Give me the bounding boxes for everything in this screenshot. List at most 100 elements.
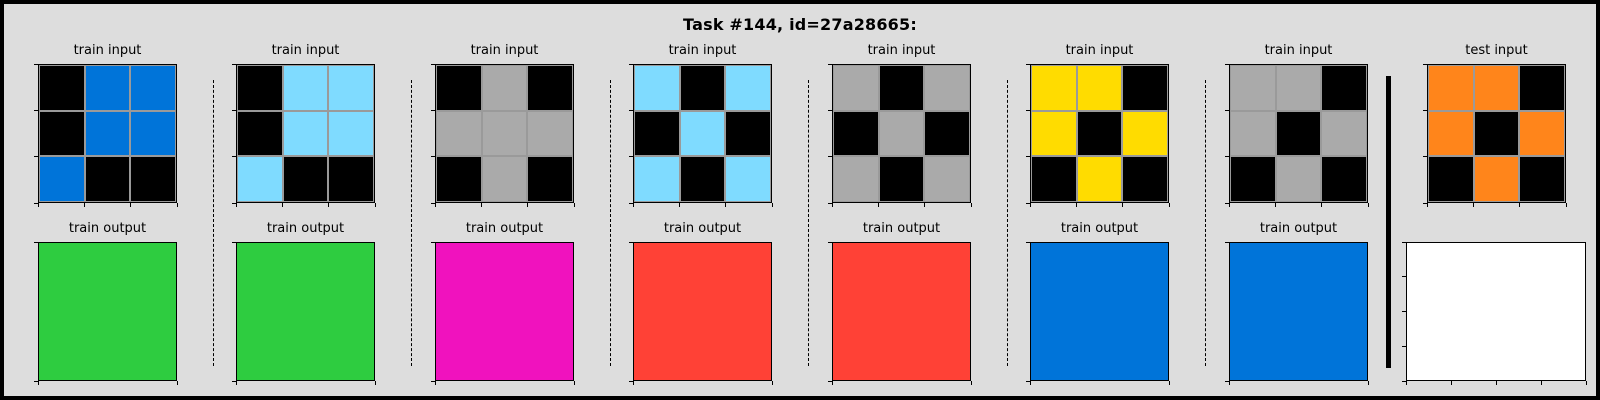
- train-input-grid-xtick: [1122, 203, 1124, 207]
- grid-cell: [1275, 65, 1322, 111]
- grid-cell: [481, 65, 528, 111]
- train-input-grid-ytick: [232, 156, 236, 158]
- grid-cell: [634, 65, 680, 111]
- train-output-label: train output: [1060, 221, 1139, 236]
- grid-cell: [1407, 243, 1585, 380]
- grid-cell: [1428, 110, 1474, 157]
- train-input-grid: [1030, 64, 1169, 203]
- pair-separator: [610, 80, 611, 366]
- grid-cell: [1321, 65, 1367, 111]
- train-input-grid-xtick: [1075, 203, 1077, 207]
- train-output-grid: [1030, 242, 1169, 381]
- test-output-grid-xtick: [1450, 381, 1452, 385]
- grid-cell: [39, 110, 85, 157]
- train-output-grid-ytick: [232, 380, 236, 382]
- grid-cell: [1519, 156, 1565, 202]
- grid-cell: [527, 156, 573, 202]
- grid-cell: [878, 110, 925, 157]
- grid-cell: [84, 65, 131, 111]
- test-input-grid-ytick: [1423, 202, 1427, 204]
- grid-cell: [237, 110, 283, 157]
- train-input-grid: [38, 64, 177, 203]
- grid-cell: [924, 110, 970, 157]
- test-separator: [1386, 76, 1391, 368]
- grid-cell: [1031, 243, 1168, 380]
- train-output-grid-xtick: [632, 381, 634, 385]
- grid-cell: [1519, 65, 1565, 111]
- test-output-grid-xtick: [1540, 381, 1542, 385]
- test-output-grid-ytick: [1402, 345, 1406, 347]
- grid-cell: [1031, 156, 1077, 202]
- train-output-grid: [832, 242, 971, 381]
- train-input-grid: [435, 64, 574, 203]
- train-input-grid-ytick: [232, 63, 236, 65]
- train-output-label: train output: [663, 221, 742, 236]
- train-input-grid-ytick: [629, 63, 633, 65]
- train-output-grid-xtick: [1228, 381, 1230, 385]
- train-input-grid-xtick: [130, 203, 132, 207]
- train-output-grid: [1229, 242, 1368, 381]
- train-input-grid-ytick: [34, 156, 38, 158]
- grid-cell: [725, 110, 771, 157]
- train-input-grid-xtick: [632, 203, 634, 207]
- train-input-grid-ytick: [828, 156, 832, 158]
- grid-cell: [1275, 156, 1322, 202]
- train-output-grid-xtick: [176, 381, 178, 385]
- train-output-grid-xtick: [1029, 381, 1031, 385]
- grid-cell: [282, 110, 329, 157]
- test-output-grid-ytick: [1402, 380, 1406, 382]
- train-input-grid-ytick: [232, 109, 236, 111]
- test-input-grid-ytick: [1423, 156, 1427, 158]
- grid-cell: [527, 110, 573, 157]
- grid-cell: [679, 156, 726, 202]
- train-output-grid-ytick: [232, 241, 236, 243]
- test-output-grid-ytick: [1402, 241, 1406, 243]
- grid-cell: [84, 156, 131, 202]
- test-input-grid-ytick: [1423, 63, 1427, 65]
- train-output-grid-xtick: [573, 381, 575, 385]
- train-input-label: train input: [1264, 43, 1333, 58]
- train-input-label: train input: [1065, 43, 1134, 58]
- train-input-grid-xtick: [1228, 203, 1230, 207]
- grid-cell: [878, 156, 925, 202]
- grid-cell: [1122, 110, 1168, 157]
- train-output-label: train output: [266, 221, 345, 236]
- train-output-grid-xtick: [1168, 381, 1170, 385]
- train-input-grid-xtick: [83, 203, 85, 207]
- train-output-label: train output: [1259, 221, 1338, 236]
- grid-cell: [1230, 65, 1276, 111]
- train-input-label: train input: [668, 43, 737, 58]
- train-input-grid-xtick: [573, 203, 575, 207]
- train-input-grid-ytick: [431, 202, 435, 204]
- train-input-grid: [832, 64, 971, 203]
- train-input-grid-ytick: [1225, 156, 1229, 158]
- pair-separator: [1007, 80, 1008, 366]
- grid-cell: [1122, 156, 1168, 202]
- grid-cell: [679, 110, 726, 157]
- train-input-grid: [1229, 64, 1368, 203]
- train-input-grid-ytick: [431, 63, 435, 65]
- test-input-grid-xtick: [1426, 203, 1428, 207]
- train-input-grid-ytick: [34, 63, 38, 65]
- grid-cell: [481, 110, 528, 157]
- grid-cell: [1031, 110, 1077, 157]
- grid-cell: [1473, 110, 1520, 157]
- train-input-grid-ytick: [629, 109, 633, 111]
- grid-cell: [833, 243, 970, 380]
- figure-title: Task #144, id=27a28665:: [683, 15, 917, 34]
- train-output-grid-ytick: [828, 380, 832, 382]
- train-input-grid-xtick: [970, 203, 972, 207]
- grid-cell: [481, 156, 528, 202]
- test-input-grid: [1427, 64, 1566, 203]
- train-output-label: train output: [862, 221, 941, 236]
- grid-cell: [1076, 110, 1123, 157]
- grid-cell: [1428, 65, 1474, 111]
- test-output-grid-ytick: [1402, 276, 1406, 278]
- train-input-grid-ytick: [1026, 202, 1030, 204]
- test-output-grid-ytick: [1402, 311, 1406, 312]
- grid-cell: [84, 110, 131, 157]
- grid-cell: [237, 156, 283, 202]
- train-output-label: train output: [68, 221, 147, 236]
- grid-cell: [328, 156, 374, 202]
- pair-separator: [411, 80, 412, 366]
